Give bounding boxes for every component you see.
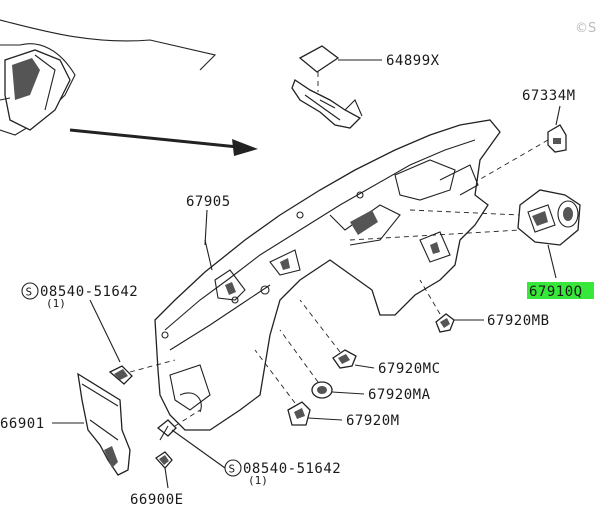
label-bolt-top-qty: (1) <box>46 297 66 310</box>
label-66901: 66901 <box>0 416 45 432</box>
watermark-mark: ©S <box>575 21 596 36</box>
highlight-67910q <box>527 282 594 299</box>
s-mark-bottom: S <box>229 463 236 476</box>
label-67910q: 67910Q <box>529 284 583 300</box>
part-67920ma: 67920MA <box>279 329 431 403</box>
label-67920mc: 67920MC <box>378 361 441 377</box>
label-bolt-bottom: 08540-51642 <box>243 461 341 477</box>
part-67334m: 67334M <box>469 88 576 186</box>
part-66901: 66901 <box>0 372 131 476</box>
label-bolt-top: 08540-51642 <box>40 284 138 300</box>
label-bolt-bottom-qty: (1) <box>248 474 268 487</box>
label-67920mb: 67920MB <box>487 313 550 329</box>
part-67920mb: 67920MB <box>419 279 550 333</box>
bolt-08540-51642-top: S 08540-51642 (1) <box>21 282 176 385</box>
part-67910q: 67910Q <box>349 189 594 300</box>
label-66900e: 66900E <box>130 492 184 508</box>
bolt-08540-51642-bottom: S 08540-51642 (1) <box>171 429 341 487</box>
label-64899x: 64899X <box>386 53 440 69</box>
label-67905: 67905 <box>186 194 231 210</box>
part-67920m: 67920M <box>254 349 400 429</box>
label-67334m: 67334M <box>522 88 576 104</box>
label-67920m: 67920M <box>346 413 400 429</box>
part-67920mc: 67920MC <box>299 299 441 377</box>
part-66900e: 66900E <box>130 409 201 508</box>
part-67905-dash-insulator: 67905 <box>154 119 501 431</box>
s-mark-top: S <box>26 286 33 299</box>
vehicle-context-sketch <box>0 19 217 136</box>
direction-arrow <box>69 128 258 156</box>
part-64899x: 64899X <box>291 45 440 129</box>
label-67920ma: 67920MA <box>368 387 431 403</box>
